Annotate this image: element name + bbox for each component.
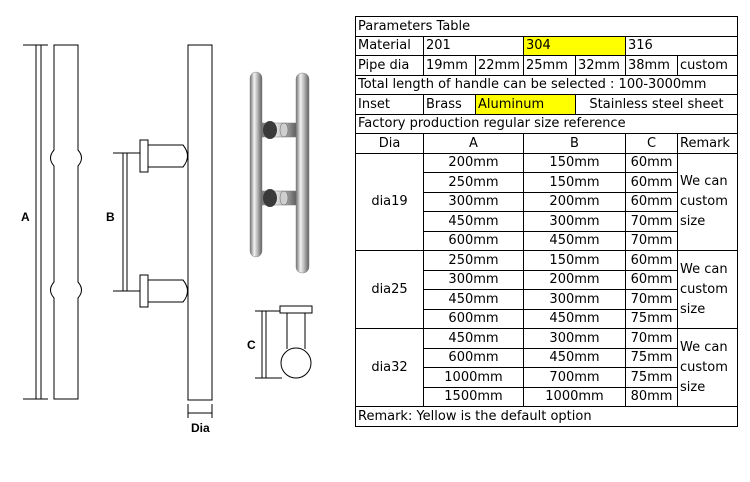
pipe-dia-row: Pipe dia 19mm 22mm 25mm 32mm 38mm custom — [355, 55, 738, 76]
cell-a: 1500mm — [423, 386, 524, 407]
remark-cell: We can custom size — [677, 152, 738, 251]
pipe-dia-label: Pipe dia — [355, 55, 424, 76]
remark-cell: We can custom size — [677, 328, 738, 407]
header-c: C — [625, 133, 678, 154]
cell-b: 150mm — [523, 152, 626, 173]
cell-a: 1000mm — [423, 367, 524, 388]
cell-a: 600mm — [423, 347, 524, 368]
side-view-standoff-top — [139, 139, 188, 173]
cell-c: 60mm — [625, 152, 678, 173]
cell-c: 80mm — [625, 386, 678, 407]
table-title: Parameters Table — [355, 16, 738, 37]
cell-a: 250mm — [423, 250, 524, 271]
cell-b: 200mm — [523, 191, 626, 212]
total-length-note: Total length of handle can be selected :… — [355, 74, 738, 95]
dimension-b — [113, 152, 140, 292]
factory-reference-heading: Factory production regular size referenc… — [355, 113, 738, 134]
inset-option-stainless: Stainless steel sheet — [575, 94, 738, 115]
cell-b: 300mm — [523, 289, 626, 310]
cell-b: 450mm — [523, 347, 626, 368]
cell-b: 150mm — [523, 172, 626, 193]
material-option-304-default: 304 — [523, 35, 626, 56]
cell-a: 200mm — [423, 152, 524, 173]
cell-b: 300mm — [523, 211, 626, 232]
side-view-standoff-bottom — [139, 274, 188, 308]
cell-a: 300mm — [423, 191, 524, 212]
cell-a: 450mm — [423, 328, 524, 349]
parameters-table: Parameters Table Material 201 304 316 Pi… — [355, 16, 738, 427]
cell-c: 70mm — [625, 230, 678, 251]
size-header-row: Dia A B C Remark — [355, 133, 738, 154]
cell-c: 75mm — [625, 347, 678, 368]
inset-option-aluminum-default: Aluminum — [475, 94, 576, 115]
cell-b: 450mm — [523, 308, 626, 329]
cell-c: 75mm — [625, 308, 678, 329]
cell-a: 450mm — [423, 289, 524, 310]
cell-a: 300mm — [423, 269, 524, 290]
cell-b: 300mm — [523, 328, 626, 349]
side-view-tube — [187, 44, 213, 401]
cell-b: 1000mm — [523, 386, 626, 407]
header-b: B — [523, 133, 626, 154]
pipe-dia-option: 19mm — [423, 55, 476, 76]
front-view-tube — [50, 44, 82, 400]
cell-a: 450mm — [423, 211, 524, 232]
inset-label: Inset — [355, 94, 424, 115]
label-b: B — [106, 210, 115, 224]
header-a: A — [423, 133, 524, 154]
cell-b: 700mm — [523, 367, 626, 388]
dia-group-label: dia32 — [355, 328, 424, 407]
label-c: C — [247, 338, 256, 352]
handle-product-photo — [249, 71, 310, 274]
inset-row: Inset Brass Aluminum Stainless steel she… — [355, 94, 738, 115]
material-row: Material 201 304 316 — [355, 35, 738, 56]
dia-group-label: dia19 — [355, 152, 424, 251]
cell-c: 60mm — [625, 250, 678, 271]
cell-c: 60mm — [625, 191, 678, 212]
pipe-dia-option: custom — [677, 55, 738, 76]
pipe-dia-option: 22mm — [475, 55, 524, 76]
label-dia: Dia — [191, 421, 210, 435]
cell-c: 70mm — [625, 289, 678, 310]
dimension-dia — [187, 404, 213, 418]
material-option-316: 316 — [625, 35, 738, 56]
remark-cell: We can custom size — [677, 250, 738, 329]
cell-a: 600mm — [423, 308, 524, 329]
top-view-standoff — [279, 305, 313, 379]
cell-b: 450mm — [523, 230, 626, 251]
dimension-a — [23, 44, 48, 400]
header-remark: Remark — [677, 133, 738, 154]
cell-c: 75mm — [625, 367, 678, 388]
dimension-c — [255, 310, 282, 379]
inset-option-brass: Brass — [423, 94, 476, 115]
label-a: A — [21, 210, 30, 224]
pipe-dia-option: 25mm — [523, 55, 576, 76]
pipe-dia-option: 38mm — [625, 55, 678, 76]
cell-c: 60mm — [625, 269, 678, 290]
cell-c: 70mm — [625, 211, 678, 232]
material-option-201: 201 — [423, 35, 524, 56]
header-dia: Dia — [355, 133, 424, 154]
cell-a: 250mm — [423, 172, 524, 193]
dia-group-label: dia25 — [355, 250, 424, 329]
footer-remark: Remark: Yellow is the default option — [355, 406, 738, 427]
cell-b: 200mm — [523, 269, 626, 290]
cell-c: 60mm — [625, 172, 678, 193]
pipe-dia-option: 32mm — [575, 55, 626, 76]
cell-c: 70mm — [625, 328, 678, 349]
material-label: Material — [355, 35, 424, 56]
cell-b: 150mm — [523, 250, 626, 271]
cell-a: 600mm — [423, 230, 524, 251]
